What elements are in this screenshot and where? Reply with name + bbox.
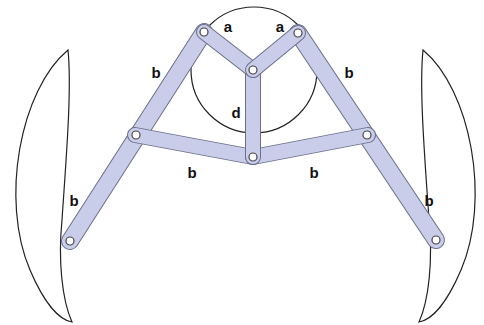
link-b-horizontal-right [253,135,368,157]
right-jaw [419,50,475,322]
link-fill [253,135,368,157]
link-length-label: a [276,19,284,34]
link-fill [204,32,253,70]
link-a-right [253,33,298,70]
link-length-label: b [187,165,196,180]
link-length-label: a [224,19,232,34]
left-jaw [16,50,72,322]
link-b-horizontal-left [135,135,253,157]
pivot-pin [294,29,302,37]
pivot-pin [132,131,140,139]
link-length-label: b [309,165,318,180]
pivot-pin [249,66,257,74]
link-length-label: b [151,65,160,80]
link-length-label: d [231,105,240,120]
pivot-pin [66,237,74,245]
link-fill [135,135,253,157]
pivot-pin [432,236,440,244]
link-fill [246,70,260,157]
pivot-pin [363,131,371,139]
link-length-label: b [69,193,78,208]
link-length-label: b [344,65,353,80]
link-d [245,70,261,157]
link-a-left [204,32,253,70]
link-fill [253,33,298,70]
pivot-pin [200,28,208,36]
pivot-pin [249,153,257,161]
link-length-label: b [424,193,433,208]
